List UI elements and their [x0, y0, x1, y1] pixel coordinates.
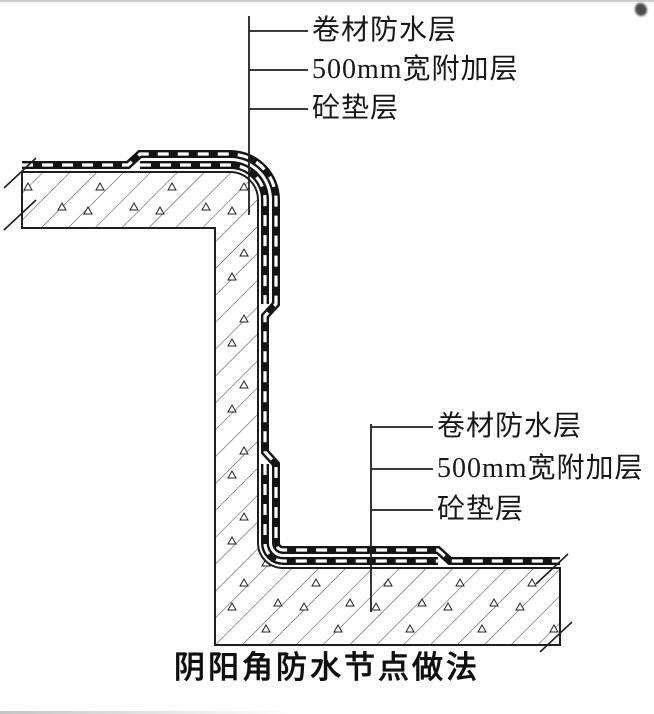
break-mark-top-left-2 — [3, 199, 37, 231]
leader-lines — [248, 16, 433, 612]
break-mark-bottom-right-1 — [535, 553, 569, 585]
concrete-section — [21, 171, 561, 646]
label-bottom-additional-layer: 500mm宽附加层 — [437, 453, 644, 484]
concrete-aggregate — [22, 172, 560, 645]
label-top-membrane: 卷材防水层 — [312, 15, 458, 46]
diagram-caption: 阴阳角防水节点做法 — [174, 650, 480, 685]
scan-artifact-bottom-edge — [0, 711, 295, 714]
membrane-bands — [22, 150, 560, 565]
label-top-additional-layer: 500mm宽附加层 — [312, 54, 519, 85]
label-bottom-membrane: 卷材防水层 — [437, 411, 583, 442]
additional-layer-bottom-dashes — [263, 464, 438, 563]
break-mark-top-left-1 — [3, 157, 37, 189]
break-mark-bottom-right-2 — [539, 621, 573, 653]
label-top-concrete-cushion: 砼垫层 — [312, 93, 400, 124]
break-marks — [3, 157, 573, 653]
additional-layer-top-dashes — [140, 163, 267, 304]
membrane-band-main-dashes — [22, 152, 560, 563]
label-bottom-concrete-cushion: 砼垫层 — [437, 494, 525, 525]
scan-artifact-top-edge — [0, 0, 654, 2]
scan-artifact-speck — [635, 3, 647, 16]
